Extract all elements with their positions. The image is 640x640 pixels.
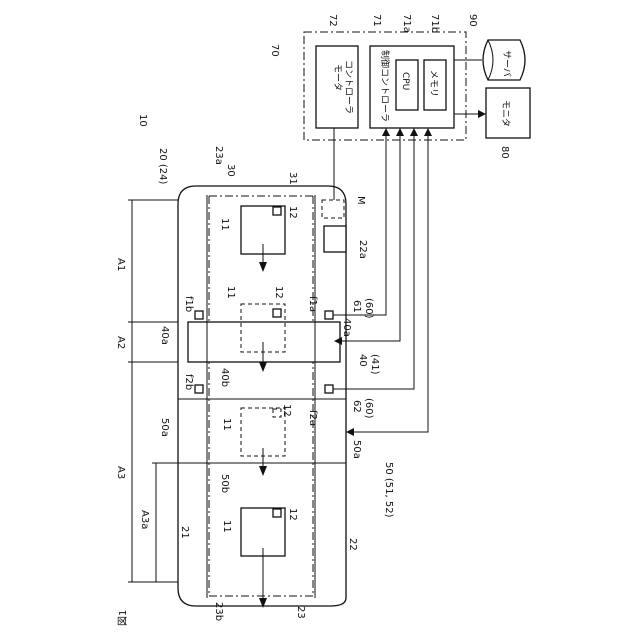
ref-61: 61 [351,300,362,313]
drive-22a [324,226,346,252]
figure-label: 図1 [117,610,129,626]
motor-M [322,200,344,218]
ref-50: 50 (51, 52) [383,462,394,518]
ref-80: 80 [499,146,510,159]
ref-22a: 22a [357,240,368,259]
ref-60b: (60) [363,398,374,419]
ref-f1a: f1a [307,296,318,312]
arrow-head [424,128,432,136]
arrow-head [410,128,418,136]
main-controller-label: 制御コントローラ [379,50,391,122]
ref-40: 40 [357,354,368,367]
ref-40a-bot: 40a [341,318,352,337]
ref-12-b: 12 [273,286,284,299]
zone-A3a-label: A3a [139,510,150,529]
ref-22: 22 [347,538,358,551]
ref-60a: (60) [363,298,374,319]
ref-71a: 71a [401,14,412,33]
ref-23b: 23b [213,602,224,621]
ref-62: 62 [351,400,362,413]
link-sensor-50 [346,134,428,432]
ref-50a-top: 50a [159,418,170,437]
monitor-label: モニタ [500,100,511,127]
motor-controller-label-1: モータ [332,64,343,91]
ref-71: 71 [371,14,382,27]
ref-11-a: 11 [219,218,230,231]
sensor-f2b [195,385,203,393]
workpiece-mark-A2 [273,309,281,317]
workpiece-mark-A3a [273,409,281,417]
server-label: サーバ [501,50,512,77]
cpu-label: CPU [400,72,410,90]
ref-72: 72 [327,14,338,27]
sensor-f1a [325,311,333,319]
member-40 [188,322,340,362]
ref-10: 10 [137,114,148,127]
ref-30: 30 [225,164,236,177]
ref-31: 31 [287,172,298,185]
ref-50b: 50b [219,474,230,493]
ref-71b: 71b [429,14,440,33]
arrow-head [259,466,267,476]
arrow-head [478,110,486,118]
arrow-head [396,128,404,136]
ref-12-a: 12 [287,206,298,219]
ref-21: 21 [179,526,190,539]
arrow-head [259,262,267,272]
link-sensor-61 [333,134,386,315]
ref-23: 23 [295,606,306,619]
ref-41: (41) [369,354,380,375]
ref-23a: 23a [213,146,224,165]
ref-11-c: 11 [221,418,232,431]
ref-12-d: 12 [287,508,298,521]
ref-11-b: 11 [225,286,236,299]
ref-M: M [355,196,366,205]
ref-40a-top: 40a [159,326,170,345]
memory-label: メモリ [428,70,438,97]
ref-f1b: f1b [183,296,194,312]
ref-11-d: 11 [221,520,232,533]
ref-40b: 40b [219,368,230,387]
ref-12-c: 12 [281,404,292,417]
arrow-head [346,428,354,436]
zone-A1-label: A1 [115,258,126,271]
sensor-f1b [195,311,203,319]
ref-70: 70 [269,44,280,57]
zone-A3-label: A3 [115,466,126,479]
link-sensor-62 [333,134,414,389]
ref-f2a: f2a [307,410,318,426]
motor-controller-label-2: コントローラ [343,60,354,114]
ref-20: 20 (24) [157,148,168,185]
workpiece-mark-A3 [273,509,281,517]
arrow-head [382,128,390,136]
ref-f2b: f2b [183,374,194,390]
arrow-head [259,362,267,372]
ref-90: 90 [467,14,478,27]
workpiece-mark-A1 [273,207,281,215]
ref-50a-bot: 50a [351,440,362,459]
sensor-f2a [325,385,333,393]
zone-A2-label: A2 [115,336,126,349]
member-50 [178,399,346,463]
